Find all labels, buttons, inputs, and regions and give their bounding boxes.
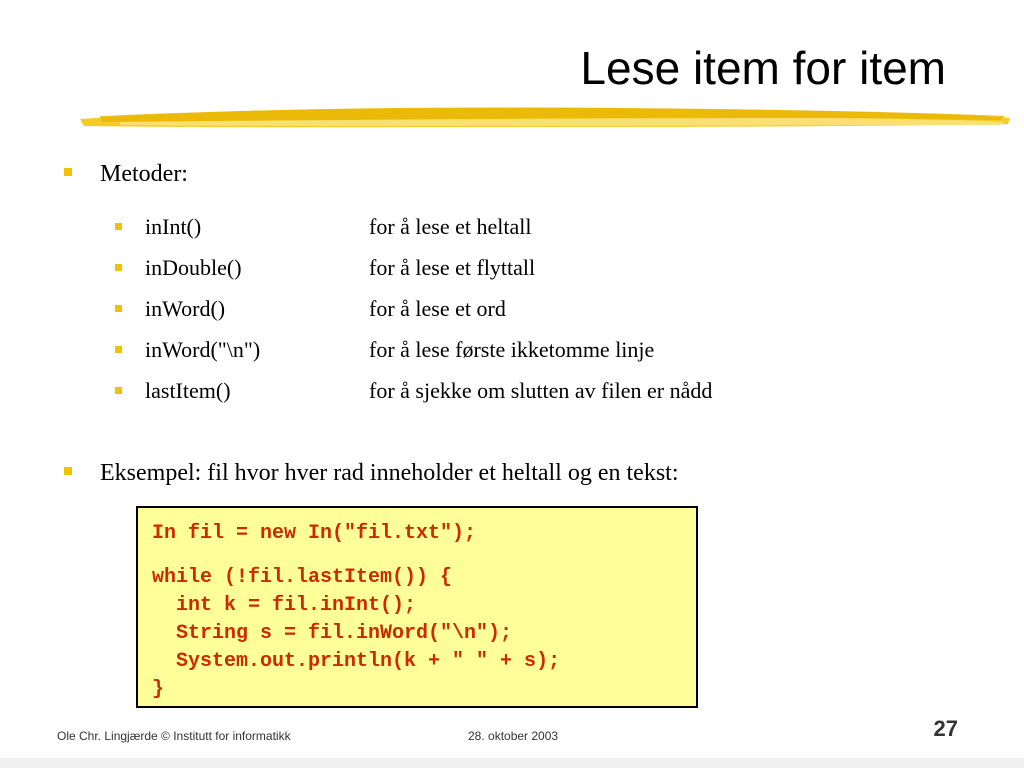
bullet-metoder: Metoder: <box>100 161 188 187</box>
method-name: inInt() <box>145 214 202 239</box>
method-desc: for å lese et flyttall <box>369 255 536 280</box>
bullet-marker <box>115 264 122 271</box>
footer-date: 28. oktober 2003 <box>468 729 559 743</box>
method-name: lastItem() <box>145 378 231 403</box>
bullet-marker <box>115 223 122 230</box>
method-name: inWord("\n") <box>145 337 261 362</box>
footer-author: Ole Chr. Lingjærde © Institutt for infor… <box>57 729 291 743</box>
bullet-marker <box>64 168 72 176</box>
bullet-marker <box>115 305 122 312</box>
method-name: inDouble() <box>145 255 242 280</box>
bottom-bar <box>0 758 1024 768</box>
title-underline-stroke <box>80 107 1010 128</box>
slide-title: Lese item for item <box>580 42 946 94</box>
method-desc: for å sjekke om slutten av filen er nådd <box>369 378 713 403</box>
page-number: 27 <box>933 716 958 741</box>
method-name: inWord() <box>145 296 226 321</box>
bullet-eksempel: Eksempel: fil hvor hver rad inneholder e… <box>100 460 679 486</box>
bullet-marker <box>115 387 122 394</box>
bullet-marker <box>115 346 122 353</box>
method-desc: for å lese et heltall <box>369 214 532 239</box>
code-while-loop: while (!fil.lastItem()) { int k = fil.in… <box>152 566 561 701</box>
method-desc: for å lese et ord <box>369 296 506 321</box>
code-line-open-file: In fil = new In("fil.txt"); <box>152 522 477 545</box>
method-desc: for å lese første ikketomme linje <box>369 337 655 362</box>
code-box: In fil = new In("fil.txt"); while (!fil.… <box>136 506 698 708</box>
bullet-marker <box>64 467 72 475</box>
